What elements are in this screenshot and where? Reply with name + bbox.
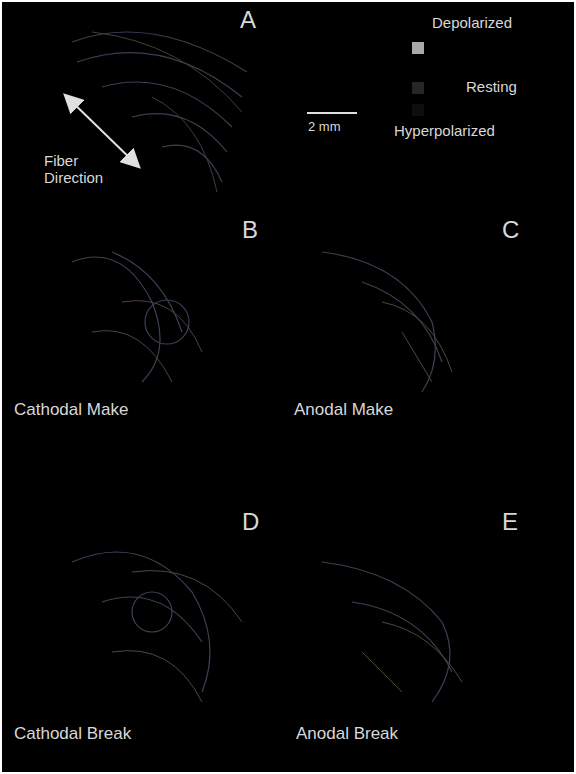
legend-label: Resting xyxy=(466,78,517,95)
panel-letter: B xyxy=(242,216,258,244)
legend-label: Hyperpolarized xyxy=(394,122,495,139)
legend-swatch xyxy=(412,104,424,116)
panel-letter: C xyxy=(502,216,519,244)
legend-swatch xyxy=(412,82,424,94)
panel-letter: E xyxy=(502,508,518,536)
panel-letter: D xyxy=(242,508,259,536)
panel-caption: Cathodal Make xyxy=(14,400,128,420)
legend-swatch xyxy=(412,42,424,54)
legend-label: Depolarized xyxy=(432,14,512,31)
panel-caption: Anodal Make xyxy=(294,400,393,420)
panel-letter: A xyxy=(240,6,256,34)
panel-caption: Anodal Break xyxy=(296,724,398,744)
fiber-direction-label: Fiber Direction xyxy=(44,152,124,187)
panel-caption: Cathodal Break xyxy=(14,724,131,744)
scale-label: 2 mm xyxy=(308,120,341,135)
